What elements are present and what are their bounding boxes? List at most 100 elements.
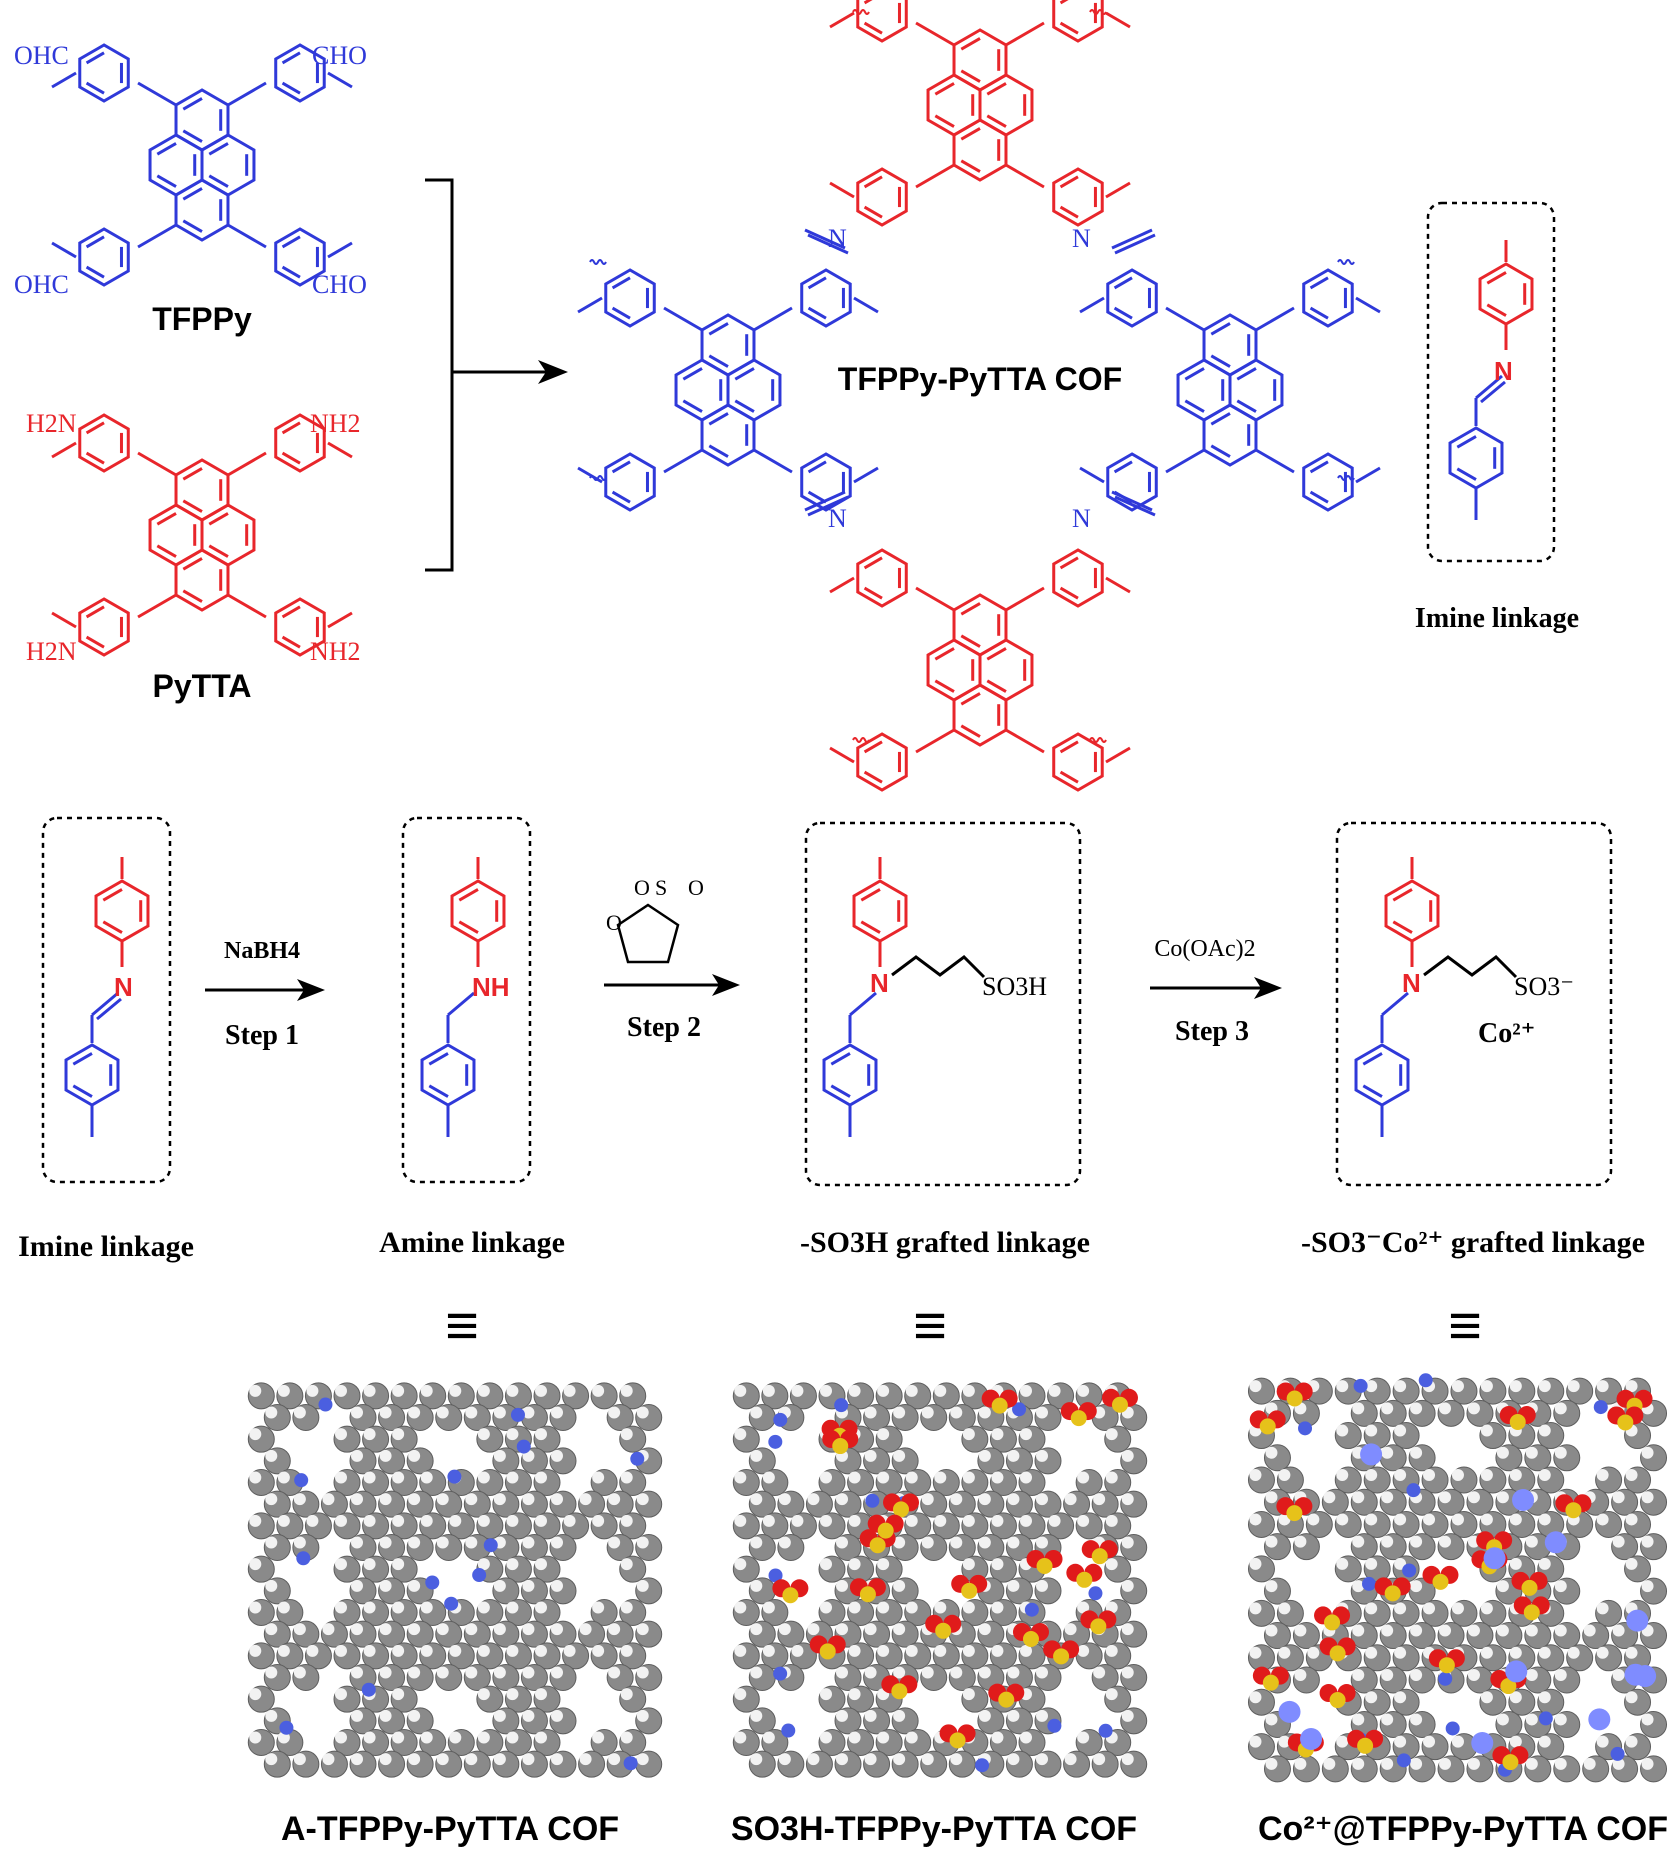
hydrogen-atom (592, 1514, 605, 1527)
aryl-bond (137, 223, 177, 249)
hydrogen-atom (379, 1536, 392, 1549)
hydrogen-atom (1612, 1757, 1625, 1770)
double-bond (1456, 435, 1477, 449)
hydrogen-atom (506, 1514, 519, 1527)
hydrogen-atom (1077, 1731, 1090, 1744)
hydrogen-atom (1410, 1757, 1423, 1770)
nitrogen-atom (483, 1538, 498, 1553)
hydrogen-atom (750, 1579, 763, 1592)
hydrogen-atom (734, 1688, 747, 1701)
imine-bond (804, 228, 846, 250)
imine-bond (1111, 490, 1153, 512)
hydrogen-atom (1554, 1713, 1567, 1726)
hydrogen-atom (1439, 1757, 1452, 1770)
step1-reagent: NaBH4 (224, 938, 300, 964)
linkage-structures (64, 857, 1518, 1137)
pytta-group-br: NH2 (310, 637, 361, 666)
hydrogen-atom (921, 1493, 934, 1506)
sulfur-atom (1036, 1557, 1053, 1574)
hydrogen-atom (449, 1384, 462, 1397)
hydrogen-atom (1093, 1666, 1106, 1679)
hydrogen-atom (1451, 1513, 1464, 1526)
aryl-ring (604, 452, 656, 512)
nitrogen-atom (1353, 1378, 1368, 1393)
double-bond (1236, 367, 1257, 381)
sulfur-atom (1502, 1754, 1519, 1771)
hydrogen-atom (363, 1471, 376, 1484)
hydrogen-atom (363, 1514, 376, 1527)
hydrogen-atom (1596, 1513, 1609, 1526)
hydrogen-atom (1394, 1691, 1407, 1704)
hydrogen-atom (265, 1709, 278, 1722)
hydrogen-atom (1352, 1402, 1365, 1415)
double-bond (85, 81, 105, 95)
hydrogen-atom (1278, 1735, 1291, 1748)
double-bond (830, 1084, 851, 1098)
aryl-ring (1052, 0, 1104, 43)
hydrogen-atom (905, 1644, 918, 1657)
step3-arrow (1150, 977, 1282, 999)
hydrogen-atom (1410, 1624, 1423, 1637)
substituent-bond (577, 296, 603, 314)
double-bond (682, 367, 703, 381)
hydrogen-atom (1596, 1469, 1609, 1481)
cobalt-ion-atom (1626, 1609, 1649, 1632)
pytta-group-tr: NH2 (310, 409, 361, 438)
hydrogen-atom (1451, 1469, 1464, 1481)
sulfur-atom (1076, 1571, 1093, 1588)
nitrogen-atom (773, 1412, 788, 1427)
double-bond (863, 175, 883, 189)
hydrogen-atom (877, 1428, 890, 1441)
double-bond (682, 399, 703, 413)
hydrogen-atom (1323, 1757, 1336, 1770)
double-bond (1392, 920, 1413, 934)
aryl-ring (856, 0, 908, 43)
hydrogen-atom (893, 1579, 906, 1592)
aryl-ring (800, 268, 852, 328)
hydrogen-atom (351, 1666, 363, 1679)
nitrogen-atom (1406, 1483, 1421, 1498)
hydrogen-atom (277, 1514, 290, 1527)
hydrogen-atom (734, 1601, 747, 1614)
hydrogen-atom (1641, 1446, 1654, 1459)
cof-label: TFPPy-PyTTA COF (838, 361, 1122, 397)
sulfur-atom (782, 1587, 799, 1604)
hydrogen-atom (608, 1493, 621, 1506)
model-label-3: Co²⁺@TFPPy-PyTTA COF (1258, 1810, 1668, 1848)
hydrogen-atom (592, 1731, 605, 1744)
hydrogen-atom (978, 1666, 991, 1679)
hydrogen-atom (636, 1623, 649, 1636)
hydrogen-atom (1480, 1513, 1493, 1526)
hydrogen-atom (493, 1579, 506, 1592)
hydrogen-atom (1249, 1691, 1262, 1704)
hydrogen-atom (1249, 1513, 1262, 1526)
hydrogen-atom (379, 1623, 392, 1636)
hydrogen-atom (1596, 1380, 1609, 1393)
hydrogen-atom (734, 1384, 747, 1397)
double-bond (960, 127, 981, 141)
hydrogen-atom (493, 1753, 506, 1766)
hydrogen-atom (293, 1666, 306, 1679)
hydrogen-atom (1625, 1513, 1638, 1526)
cobalt-ion-atom (1512, 1489, 1535, 1512)
hydrogen-atom (836, 1493, 848, 1506)
aryl-ring (1052, 548, 1104, 608)
hydrogen-atom (392, 1514, 405, 1527)
so3h-box (804, 821, 1082, 1187)
hydrogen-atom (1410, 1402, 1423, 1415)
hydrogen-atom (836, 1753, 848, 1766)
hydrogen-atom (820, 1384, 832, 1397)
double-bond (807, 460, 827, 474)
hydrogen-atom (1554, 1669, 1567, 1681)
hydrogen-atom (1294, 1624, 1307, 1637)
double-bond (281, 51, 301, 65)
double-bond (1059, 556, 1079, 570)
cobalt-ion-atom (1300, 1727, 1323, 1750)
pyrene-ring (174, 178, 230, 242)
substituent-bond (327, 611, 353, 629)
sulfur-atom (1262, 1674, 1279, 1691)
tfppy-group-bl: OHC (14, 270, 69, 299)
step3-label: Step 3 (1175, 1016, 1249, 1047)
aryl-bond (915, 728, 955, 754)
step2-label: Step 2 (627, 1012, 701, 1043)
